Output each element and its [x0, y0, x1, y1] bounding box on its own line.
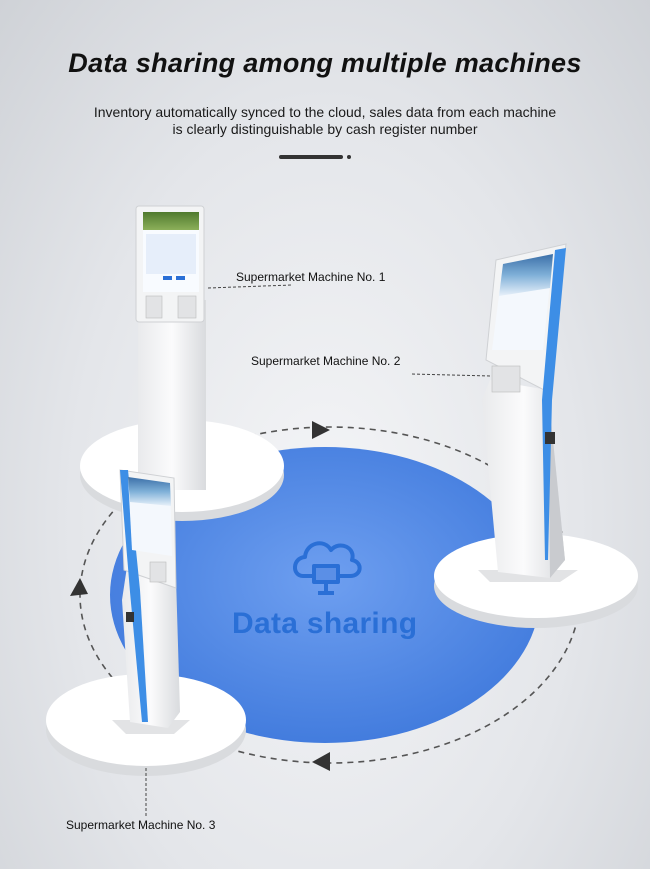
machine-3-label: Supermarket Machine No. 3	[66, 818, 216, 832]
sync-arrow-left-icon	[70, 578, 88, 596]
leader-line-2	[411, 373, 493, 377]
cloud-monitor-icon	[293, 541, 362, 595]
machine-2-label: Supermarket Machine No. 2	[251, 354, 401, 368]
data-sharing-label: Data sharing	[232, 607, 418, 640]
page-title: Data sharing among multiple machines	[68, 48, 582, 78]
subtitle-line-1: Inventory automatically synced to the cl…	[93, 104, 557, 120]
subtitle-line-2: is clearly distinguishable by cash regis…	[172, 121, 478, 137]
leader-line-1	[207, 284, 293, 289]
kiosk-machine-3	[46, 469, 246, 776]
kiosk-machine-1	[80, 205, 284, 521]
title-divider-bar	[279, 155, 343, 159]
machine-1-label: Supermarket Machine No. 1	[236, 270, 386, 284]
sync-arrow-bottom-icon	[312, 752, 330, 771]
sync-arrow-top-icon	[312, 421, 330, 439]
title-divider-dot	[347, 155, 351, 159]
page-subtitle: Inventory automatically synced to the cl…	[40, 104, 610, 138]
kiosk-machine-2	[434, 243, 638, 628]
